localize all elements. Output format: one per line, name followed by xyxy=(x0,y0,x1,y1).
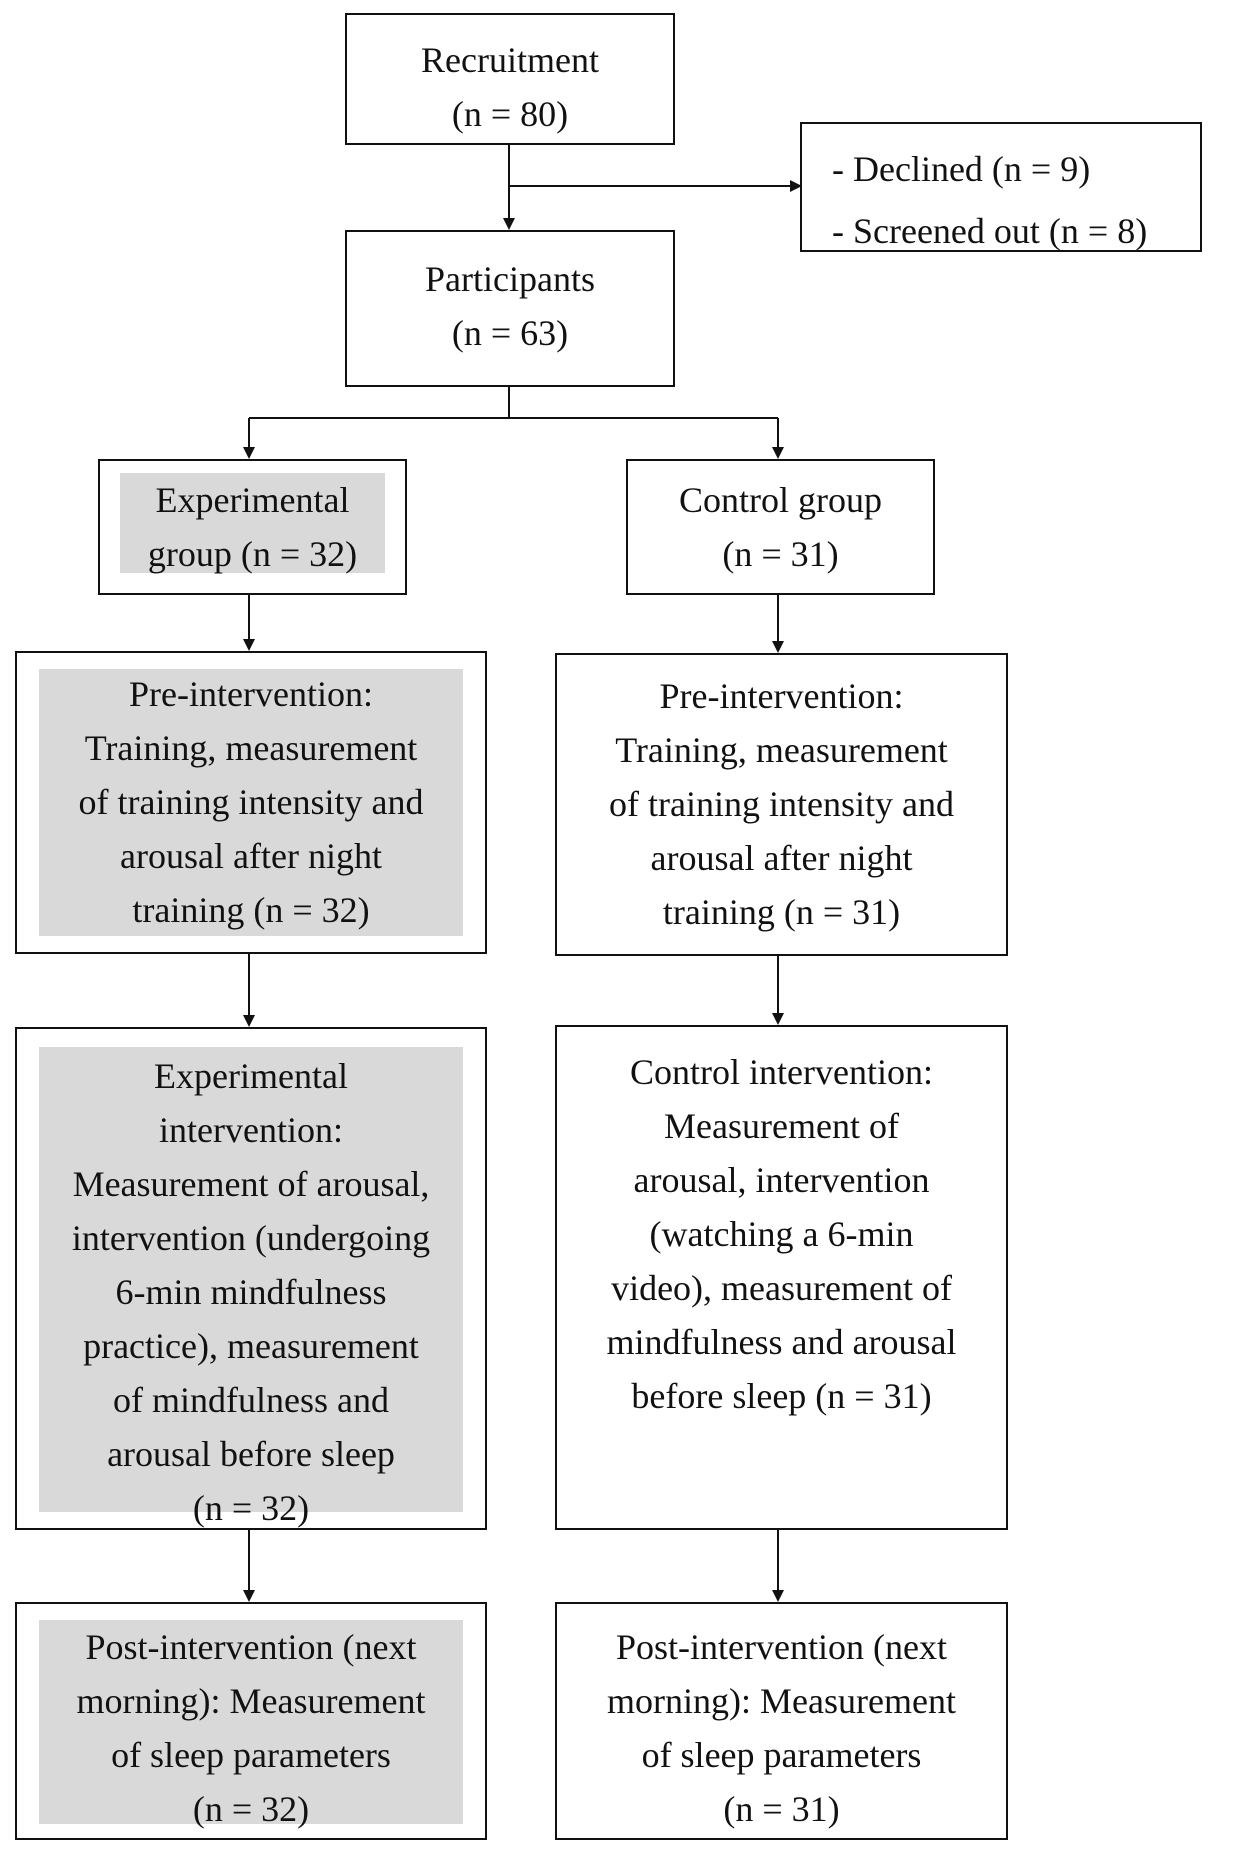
experimental-intervention-shade xyxy=(39,1047,463,1512)
control-pre-intervention-box: Pre-intervention: Training, measurement … xyxy=(555,653,1008,956)
experimental-post-intervention-box: Post-intervention (next morning): Measur… xyxy=(15,1602,487,1840)
excluded-box: - Declined (n = 9) - Screened out (n = 8… xyxy=(800,122,1202,252)
recruitment-text: Recruitment (n = 80) xyxy=(421,40,599,134)
control-intervention-box: Control intervention: Measurement of aro… xyxy=(555,1025,1008,1530)
control-pre-text: Pre-intervention: Training, measurement … xyxy=(609,676,954,932)
experimental-intervention-text: Experimental intervention: Measurement o… xyxy=(71,1056,431,1528)
excluded-list: - Declined (n = 9) - Screened out (n = 8… xyxy=(832,149,1148,251)
experimental-group-shade xyxy=(120,473,385,573)
experimental-pre-intervention-box: Pre-intervention: Training, measurement … xyxy=(15,651,487,954)
experimental-pre-text: Pre-intervention: Training, measurement … xyxy=(78,674,424,930)
experimental-group-text: Experimental group (n = 32) xyxy=(147,480,358,574)
experimental-intervention-box: Experimental intervention: Measurement o… xyxy=(15,1027,487,1530)
control-post-text: Post-intervention (next morning): Measur… xyxy=(607,1627,956,1829)
control-group-box: Control group (n = 31) xyxy=(626,459,935,595)
experimental-post-shade xyxy=(39,1620,463,1824)
recruitment-box: Recruitment (n = 80) xyxy=(345,13,675,145)
control-group-text: Control group (n = 31) xyxy=(679,480,882,574)
experimental-post-text: Post-intervention (next morning): Measur… xyxy=(76,1627,426,1829)
control-intervention-text: Control intervention: Measurement of aro… xyxy=(606,1052,957,1416)
experimental-pre-shade xyxy=(39,669,463,936)
participants-text: Participants (n = 63) xyxy=(425,259,595,353)
participants-box: Participants (n = 63) xyxy=(345,230,675,387)
experimental-group-box: Experimental group (n = 32) xyxy=(98,459,407,595)
control-post-intervention-box: Post-intervention (next morning): Measur… xyxy=(555,1602,1008,1840)
